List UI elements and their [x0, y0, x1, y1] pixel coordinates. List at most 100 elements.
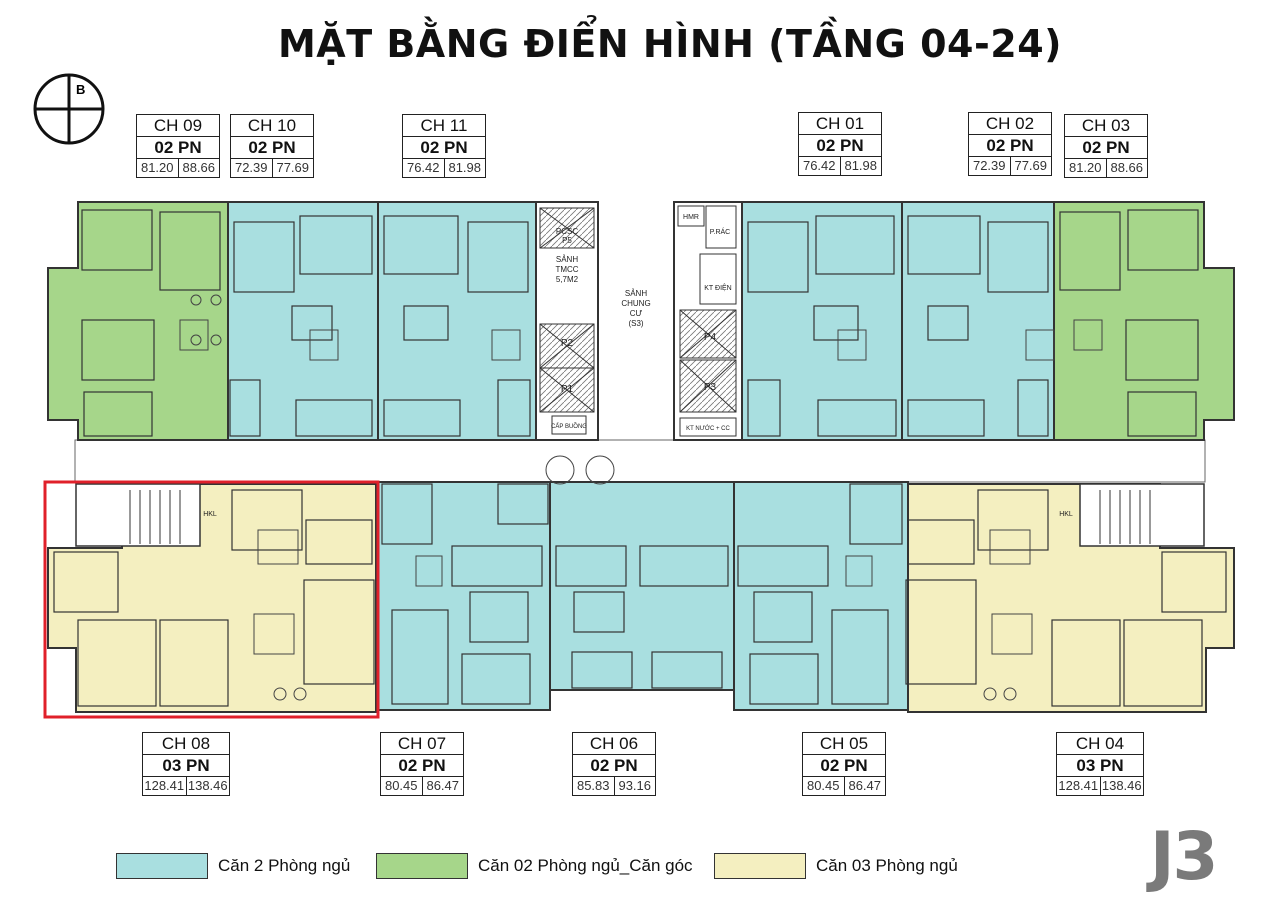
label-name: CH 02 — [969, 113, 1051, 135]
core-cap-buong: CẤP BUỒNG — [551, 423, 587, 430]
unit-ch07 — [375, 481, 551, 711]
label-rooms: 03 PN — [143, 755, 229, 777]
label-name: CH 04 — [1057, 733, 1143, 755]
label-area-2: 77.69 — [271, 159, 314, 177]
label-rooms: 02 PN — [969, 135, 1051, 157]
legend-three-bedroom: Căn 03 Phòng ngủ — [714, 852, 958, 880]
unit-ch02 — [901, 201, 1055, 441]
legend-two-bedroom: Căn 2 Phòng ngủ — [116, 852, 350, 880]
legend-label: Căn 03 Phòng ngủ — [816, 856, 958, 875]
compass-icon: B — [33, 73, 105, 145]
compass-letter: B — [76, 82, 85, 97]
core-p1: P1 — [561, 384, 574, 395]
label-rooms: 02 PN — [799, 135, 881, 157]
core-p3: P3 — [704, 382, 717, 393]
unit-ch10 — [227, 201, 379, 441]
label-rooms: 02 PN — [231, 137, 313, 159]
core-sanh-tmcc-3: 5,7M2 — [556, 275, 579, 284]
page-title: MẶT BẰNG ĐIỂN HÌNH (TẦNG 04-24) — [277, 22, 1063, 66]
core-right — [673, 201, 743, 441]
core-p5: P5 — [562, 236, 572, 245]
core-sanh-tmcc-1: SẢNH — [556, 255, 578, 264]
label-rooms: 02 PN — [381, 755, 463, 777]
legend-corner-two-bedroom: Căn 02 Phòng ngủ_Căn góc — [376, 852, 693, 880]
core-p2: P2 — [561, 338, 574, 349]
core-sanh-chung-4: (S3) — [628, 319, 643, 328]
label-area-2: 86.47 — [421, 777, 464, 795]
label-area-2: 88.66 — [177, 159, 220, 177]
furniture — [179, 294, 1103, 701]
label-rooms: 02 PN — [573, 755, 655, 777]
unit-ch05 — [733, 481, 909, 711]
highlight-frame-ch08 — [43, 480, 380, 719]
label-name: CH 09 — [137, 115, 219, 137]
core-p-rac: P.RÁC — [710, 227, 731, 236]
core-left — [535, 201, 599, 441]
label-area-1: 128.41 — [1058, 778, 1099, 793]
label-rooms: 02 PN — [803, 755, 885, 777]
label-area-1: 76.42 — [406, 160, 440, 175]
core-kt-nuoc: KT NƯỚC + CC — [686, 425, 730, 432]
unit-ch09 — [47, 201, 229, 441]
label-rooms: 03 PN — [1057, 755, 1143, 777]
core-hkl-right: HKL — [1059, 511, 1073, 518]
label-area-2: 138.46 — [185, 777, 230, 795]
label-area-1: 76.42 — [802, 158, 836, 173]
label-name: CH 07 — [381, 733, 463, 755]
label-area-2: 81.98 — [839, 157, 882, 175]
label-name: CH 08 — [143, 733, 229, 755]
label-area-2: 86.47 — [843, 777, 886, 795]
label-name: CH 05 — [803, 733, 885, 755]
core-sanh-tmcc-2: TMCC — [555, 265, 578, 274]
label-name: CH 06 — [573, 733, 655, 755]
label-name: CH 11 — [403, 115, 485, 137]
label-name: CH 10 — [231, 115, 313, 137]
label-rooms: 02 PN — [403, 137, 485, 159]
label-area-2: 93.16 — [613, 777, 656, 795]
label-area-1: 80.45 — [384, 778, 418, 793]
label-area-2: 88.66 — [1105, 159, 1148, 177]
label-area-1: 81.20 — [1068, 160, 1102, 175]
stair-right — [1079, 483, 1205, 547]
label-area-2: 81.98 — [443, 159, 486, 177]
legend-swatch — [116, 853, 208, 879]
core-sanh-chung-1: SẢNH — [625, 289, 647, 298]
label-name: CH 03 — [1065, 115, 1147, 137]
unit-ch11 — [377, 201, 537, 441]
core-sanh-chung-3: CƯ — [630, 309, 643, 318]
label-area-1: 72.39 — [972, 158, 1006, 173]
legend-label: Căn 2 Phòng ngủ — [218, 856, 351, 875]
label-area-1: 128.41 — [144, 778, 185, 793]
unit-ch03 — [1053, 201, 1235, 441]
legend-swatch — [714, 853, 806, 879]
core-hkl-left: HKL — [203, 511, 217, 518]
label-area-1: 72.39 — [234, 160, 268, 175]
label-area-2: 77.69 — [1009, 157, 1052, 175]
core-pcsc: PCSC — [556, 227, 578, 236]
core-p4: P4 — [704, 332, 717, 343]
core-kt-dien: KT ĐIỆN — [704, 283, 732, 292]
label-area-1: 81.20 — [140, 160, 174, 175]
label-area-2: 138.46 — [1099, 777, 1144, 795]
label-area-1: 85.83 — [576, 778, 610, 793]
core-sanh-chung-2: CHUNG — [621, 299, 650, 308]
label-name: CH 01 — [799, 113, 881, 135]
partitions — [53, 209, 1227, 707]
legend-label: Căn 02 Phòng ngủ_Căn góc — [478, 856, 693, 875]
core-hmr: HMR — [683, 214, 699, 221]
corridor — [74, 439, 1206, 483]
legend-swatch — [376, 853, 468, 879]
stair-left — [75, 483, 201, 547]
